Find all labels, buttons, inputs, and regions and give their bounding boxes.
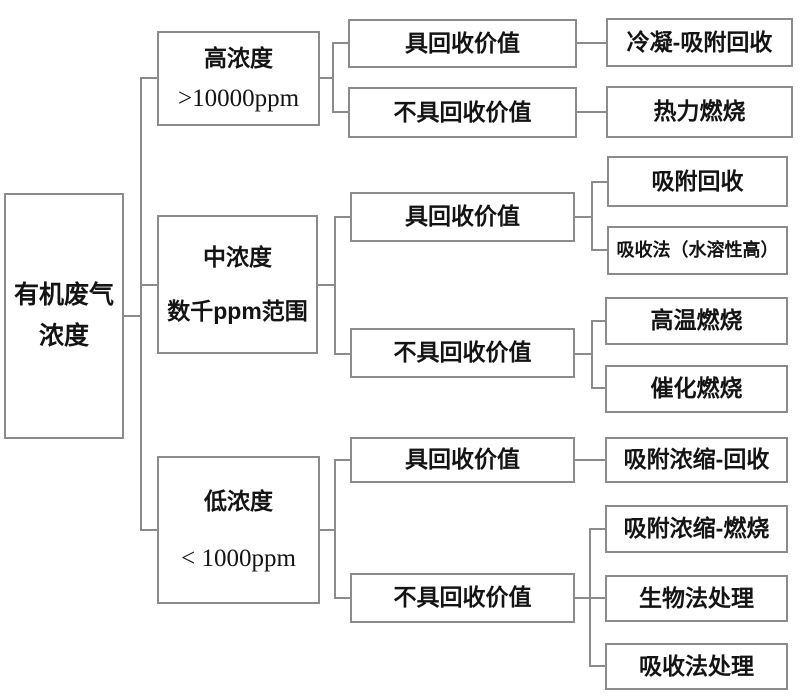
node-low-nonrecoverable-label: 不具回收价值 (393, 584, 532, 611)
node-method-condensation-adsorption-recovery: 冷凝-吸附回收 (606, 18, 793, 67)
connector-mid-method3-stub (592, 320, 605, 322)
method-label: 热力燃烧 (653, 98, 746, 125)
connector-high-no-stub (333, 111, 348, 113)
connector-low-out (320, 529, 335, 531)
connector-mid-no-out (575, 353, 592, 355)
node-high-nonrecoverable: 不具回收价值 (348, 87, 577, 138)
method-label: 吸收法处理 (639, 652, 754, 679)
node-low-recoverable: 具回收价值 (350, 437, 575, 483)
connector-mid-yes-spine (591, 181, 593, 251)
node-root-label-line1: 有机废气 (13, 280, 114, 309)
node-mid-recoverable: 具回收价值 (350, 192, 575, 242)
connector-high-yes-stub (333, 42, 348, 44)
connector-stub-mid (140, 284, 157, 286)
connector-high-spine (332, 42, 334, 113)
node-level-mid-range: 数千ppm范围 (167, 297, 308, 324)
node-root: 有机废气 浓度 (4, 193, 124, 439)
connector-mid-yes-out (575, 216, 592, 218)
connector-high-no-method (577, 111, 606, 113)
connector-mid-no-stub (335, 353, 350, 355)
node-level-low-range: < 1000ppm (181, 544, 296, 572)
connector-low-yes-method (575, 459, 605, 461)
method-label: 吸附浓缩-回收 (623, 446, 770, 473)
connector-high-out (318, 77, 333, 79)
node-method-absorption-high-solubility: 吸收法（水溶性高） (607, 226, 788, 275)
connector-low-spine (334, 459, 336, 599)
method-label: 吸附回收 (651, 167, 744, 194)
method-label: 高温燃烧 (650, 307, 743, 334)
node-high-recoverable-label: 具回收价值 (405, 29, 520, 56)
connector-root-stub (124, 315, 141, 317)
node-method-biological-treatment: 生物法处理 (605, 575, 788, 622)
connector-mid-out (318, 284, 335, 286)
node-low-recoverable-label: 具回收价值 (405, 446, 520, 473)
method-label: 吸附浓缩-燃烧 (623, 515, 770, 542)
connector-low-method2-stub (590, 528, 605, 530)
node-method-thermal-combustion: 热力燃烧 (606, 86, 793, 138)
node-root-label-line2: 浓度 (38, 322, 89, 350)
connector-low-no-spine (589, 528, 591, 667)
node-mid-nonrecoverable-label: 不具回收价值 (393, 339, 532, 366)
node-high-recoverable: 具回收价值 (348, 19, 577, 68)
node-method-high-temperature-combustion: 高温燃烧 (605, 297, 788, 345)
connector-mid-method4-stub (592, 387, 605, 389)
connector-mid-method1-stub (592, 181, 607, 183)
node-high-nonrecoverable-label: 不具回收价值 (393, 98, 532, 125)
connector-root-spine (140, 77, 142, 530)
node-low-nonrecoverable: 不具回收价值 (350, 573, 575, 623)
node-method-adsorption-concentration-combustion: 吸附浓缩-燃烧 (605, 505, 788, 553)
connector-mid-no-spine (591, 320, 593, 389)
connector-low-method4-stub (590, 665, 605, 667)
method-label: 催化燃烧 (650, 375, 743, 402)
node-method-catalytic-combustion: 催化燃烧 (605, 365, 788, 413)
connector-stub-low (140, 529, 157, 531)
node-level-high: 高浓度 >10000ppm (157, 31, 320, 126)
node-level-low: 低浓度 < 1000ppm (157, 456, 320, 604)
connector-stub-high (140, 77, 157, 79)
connector-low-no-stub (335, 597, 350, 599)
connector-mid-spine (334, 216, 336, 355)
connector-mid-method2-stub (592, 249, 607, 251)
connector-high-yes-method (577, 42, 606, 44)
method-label: 生物法处理 (639, 584, 754, 611)
node-level-mid-title: 中浓度 (203, 243, 272, 270)
node-level-low-title: 低浓度 (204, 487, 273, 514)
node-method-adsorption-concentration-recovery: 吸附浓缩-回收 (605, 437, 788, 483)
connector-low-yes-stub (335, 459, 350, 461)
node-mid-nonrecoverable: 不具回收价值 (350, 328, 575, 378)
node-level-high-title: 高浓度 (204, 44, 273, 71)
node-method-adsorption-recovery: 吸附回收 (607, 156, 788, 207)
method-label: 冷凝-吸附回收 (626, 28, 773, 55)
node-method-absorption-treatment: 吸收法处理 (605, 643, 788, 690)
connector-mid-yes-stub (335, 216, 350, 218)
node-level-mid: 中浓度 数千ppm范围 (157, 215, 318, 354)
method-label: 吸收法（水溶性高） (616, 239, 779, 260)
node-mid-recoverable-label: 具回收价值 (405, 203, 520, 230)
node-level-high-range: >10000ppm (177, 84, 300, 112)
